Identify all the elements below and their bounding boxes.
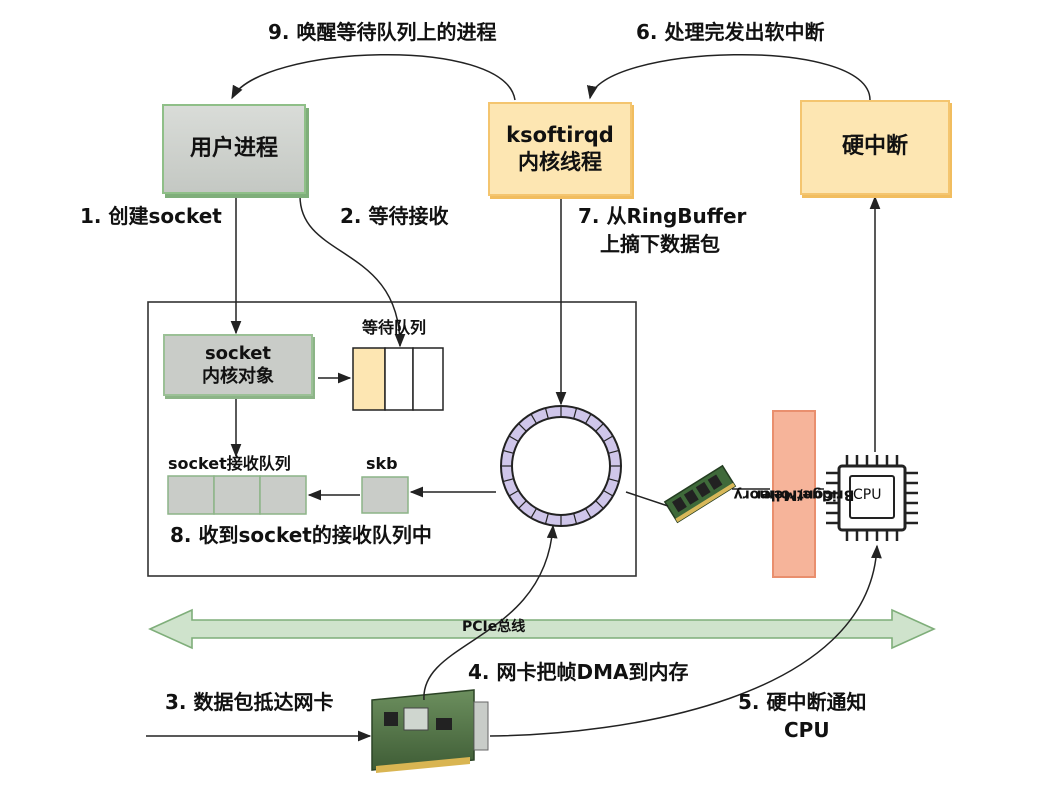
pcie-bus [148,608,936,650]
ring-buffer-slot [518,423,527,432]
arrow-nic-dma-to-ring [423,524,558,701]
ksoftirqd-label-line1: ksoftirqd [506,122,614,147]
step-1-label: 1. 创建socket [80,204,222,228]
ring-buffer-slot [502,449,514,454]
cpu-chip-icon [826,455,918,541]
user-process-box: 用户进程 [162,104,306,194]
cpu-label: CPU [853,487,882,503]
ring-buffer-slot [595,500,604,509]
hard-irq-label: 硬中断 [841,134,908,160]
ring-buffer-slot [508,435,519,443]
ring-buffer [500,405,622,527]
arrow-wakeup-process [231,54,516,101]
ring-buffer-slot [608,449,620,454]
ring-buffer-slot [544,513,549,525]
arrow-nic-irq-to-cpu [489,544,882,737]
socket-object-box: socket 内核对象 [163,334,313,396]
ring-buffer-slot [603,489,614,497]
ksoftirqd-label-line2: 内核线程 [518,150,602,174]
bridge-memory-controller: Bridge/Memory Controller [734,410,854,578]
socket-object-label-line2: 内核对象 [202,366,274,387]
ring-buffer-slot [544,407,549,419]
step-6-label: 6. 处理完发出软中断 [636,20,825,44]
step-2-label: 2. 等待接收 [340,204,449,228]
memory-module-icon [663,464,737,524]
ring-buffer-slot [584,413,592,424]
network-card-icon [371,689,489,773]
ring-buffer-slot [595,423,604,432]
ring-buffer-slot [508,489,519,497]
bridge-label-line2: Controller [754,486,834,503]
step-9-label: 9. 唤醒等待队列上的进程 [268,20,497,44]
arrow-wait-receive [299,195,406,348]
ring-buffer-slot [608,478,620,483]
socket-receive-queue [167,475,307,515]
ring-buffer-slot [584,508,592,519]
pcie-bus-label: PCIe总线 [462,619,526,635]
user-process-label: 用户进程 [189,135,278,161]
step-7-label-line1: 7. 从RingBuffer [578,204,747,228]
ring-buffer-slot [502,478,514,483]
step-7-label-line2: 上摘下数据包 [600,232,720,256]
ring-buffer-slot [530,508,538,519]
ring-buffer-slot [573,513,578,525]
step-5-label-line2: CPU [784,718,830,742]
socket-recv-queue-label: socket接收队列 [168,454,291,473]
step-5-label-line1: 5. 硬中断通知 [738,690,867,714]
line-ring-to-memory [625,491,669,507]
wait-queue [352,347,444,411]
arrow-hardirq-to-ksoftirqd [587,54,871,101]
ring-buffer-slot [573,407,578,419]
ring-buffer-slot [518,500,527,509]
step-3-label: 3. 数据包抵达网卡 [165,690,334,714]
ring-buffer-slot [603,435,614,443]
ksoftirqd-box: ksoftirqd 内核线程 [488,102,632,196]
wait-queue-label: 等待队列 [362,318,427,337]
skb-label: skb [366,454,398,473]
step-8-label: 8. 收到socket的接收队列中 [170,523,432,547]
hard-irq-box: 硬中断 [800,100,950,195]
skb-box [361,476,409,514]
step-4-label: 4. 网卡把帧DMA到内存 [468,660,689,684]
socket-object-label-line1: socket [204,342,272,364]
ring-buffer-slot [530,413,538,424]
